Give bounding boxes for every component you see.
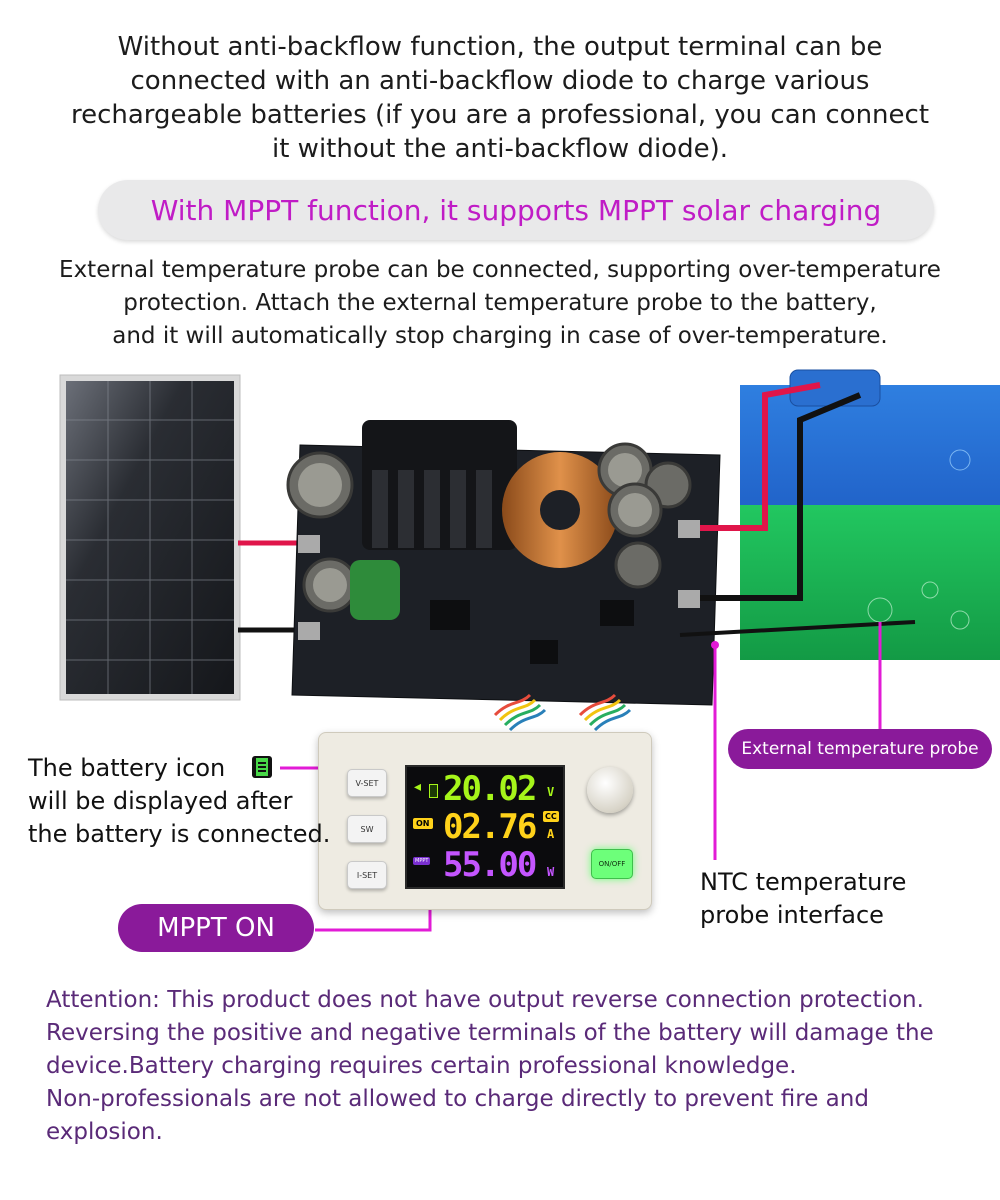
voltage-unit: V <box>547 785 554 799</box>
speaker-icon: ◂ <box>414 779 422 795</box>
probe-wire-icon <box>679 620 916 637</box>
attention-line: Attention: This product does not have ou… <box>46 987 924 1013</box>
power-unit: W <box>547 865 554 879</box>
ntc-line: probe interface <box>700 901 884 929</box>
ext-probe-label: External temperature probe <box>728 729 992 769</box>
intro-line: Without anti-backflow function, the outp… <box>117 32 883 62</box>
mppt-badge: MPPT <box>413 857 431 865</box>
attention-line: Reversing the positive and negative term… <box>46 1020 934 1046</box>
mppt-banner: With MPPT function, it supports MPPT sol… <box>98 180 934 240</box>
battery-status-icon <box>429 784 438 798</box>
mppt-on-label: MPPT ON <box>118 904 314 952</box>
battery-red-wire-icon <box>700 382 821 531</box>
battery-callout-line: the battery is connected. <box>28 820 331 848</box>
ntc-callout: NTC temperature probe interface <box>700 866 980 932</box>
battery-icon <box>740 369 1000 660</box>
attention-line: Non-professionals are not allowed to cha… <box>46 1086 869 1112</box>
temperature-line: protection. Attach the external temperat… <box>123 290 877 316</box>
i-set-button[interactable]: I-SET <box>347 861 387 889</box>
lcd-screen: ◂ 20.02 V ON 02.76 CC A MPPT 55.00 W <box>405 765 565 889</box>
sw-button[interactable]: SW <box>347 815 387 843</box>
product-illustration <box>59 369 1000 932</box>
converter-board-icon <box>286 420 721 706</box>
onoff-button[interactable]: ON/OFF <box>591 849 633 879</box>
on-badge: ON <box>413 818 433 829</box>
intro-paragraph: Without anti-backflow function, the outp… <box>30 30 970 166</box>
solar-panel-icon <box>59 374 241 701</box>
battery-icon-callout: The battery icon will be displayed after… <box>28 752 348 851</box>
ext-probe-text: External temperature probe <box>741 739 979 759</box>
battery-callout-line: will be displayed after <box>28 787 293 815</box>
attention-paragraph: Attention: This product does not have ou… <box>46 984 976 1149</box>
attention-line: device.Battery charging requires certain… <box>46 1053 797 1079</box>
cc-badge: CC <box>543 811 559 822</box>
rotary-knob[interactable] <box>587 767 633 813</box>
battery-black-wire-icon <box>700 392 862 601</box>
battery-callout-line: The battery icon <box>28 754 226 782</box>
temperature-line: and it will automatically stop charging … <box>112 323 888 349</box>
control-panel: V-SET SW I-SET ◂ 20.02 V ON 02.76 CC A M… <box>318 732 652 910</box>
current-unit: A <box>547 827 554 841</box>
mppt-on-text: MPPT ON <box>157 913 275 943</box>
intro-line: rechargeable batteries (if you are a pro… <box>70 100 930 130</box>
current-readout: 02.76 <box>443 807 537 847</box>
temperature-paragraph: External temperature probe can be connec… <box>20 254 980 353</box>
temperature-line: External temperature probe can be connec… <box>59 257 941 283</box>
attention-line: explosion. <box>46 1119 163 1145</box>
power-readout: 55.00 <box>443 845 537 885</box>
ntc-line: NTC temperature <box>700 868 907 896</box>
intro-line: it without the anti-backflow diode). <box>272 134 728 164</box>
battery-indicator-icon <box>252 756 272 778</box>
ribbon-cable-icon <box>493 693 632 732</box>
voltage-readout: 20.02 <box>443 769 537 809</box>
mppt-banner-text: With MPPT function, it supports MPPT sol… <box>150 193 882 227</box>
intro-line: connected with an anti-backflow diode to… <box>130 66 870 96</box>
v-set-button[interactable]: V-SET <box>347 769 387 797</box>
